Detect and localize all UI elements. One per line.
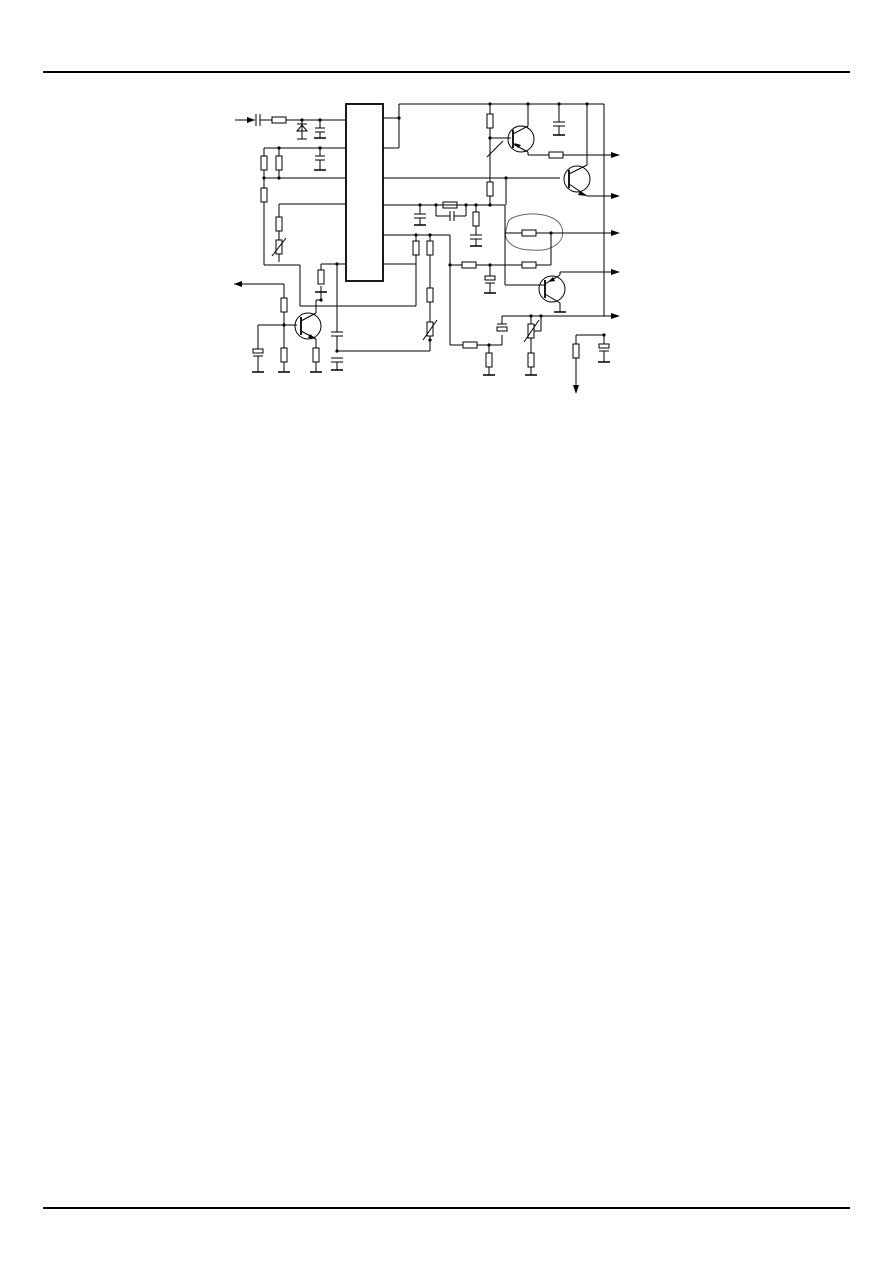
resistor-icon: [472, 211, 480, 227]
transistor-icon: [538, 275, 566, 303]
resistor-icon: [271, 116, 287, 124]
arrow-icon: [611, 230, 620, 236]
resistor-icon: [461, 261, 477, 269]
electrolytic-cap-icon: [484, 275, 496, 281]
resistor-icon: [548, 151, 564, 159]
header-rule: [43, 71, 850, 73]
left-bias-network: [260, 146, 417, 307]
resistor-icon: [485, 352, 493, 368]
resistor-icon: [280, 297, 288, 313]
resistor-icon: [275, 216, 283, 232]
transistor-icon: [563, 165, 591, 193]
highlighted-output: [490, 229, 620, 269]
arrow-icon: [573, 385, 579, 394]
ic-block: [345, 103, 384, 282]
resistor-icon: [260, 187, 268, 203]
resistor-icon: [572, 343, 580, 359]
arrow-icon: [247, 117, 255, 123]
resistor-icon: [312, 347, 320, 363]
potentiometer-icon: [426, 321, 434, 337]
upper-stage: [383, 102, 620, 316]
arrow-icon: [611, 152, 620, 158]
resistor-icon: [462, 341, 478, 349]
lower-right-stage: [448, 261, 620, 394]
arrow-icon: [611, 193, 620, 199]
resistor-icon: [317, 269, 325, 285]
arrow-icon: [611, 269, 620, 275]
highlight-region: [504, 213, 564, 251]
resistor-icon: [275, 155, 283, 171]
footer-rule: [43, 1207, 850, 1209]
electrolytic-cap-icon: [252, 348, 264, 354]
resistor-icon: [527, 352, 535, 368]
mid-network: [383, 233, 502, 376]
arrow-icon: [611, 313, 620, 319]
resistor-icon: [426, 240, 434, 256]
resistor-icon: [442, 201, 458, 209]
electrolytic-cap-icon: [598, 343, 610, 349]
arrow-icon: [234, 281, 242, 287]
resistor-icon: [280, 347, 288, 363]
rc-network: [383, 178, 545, 286]
transistor-icon: [507, 125, 535, 153]
resistor-icon: [426, 287, 434, 303]
resistor-icon: [260, 155, 268, 171]
lower-left-transistor-stage: [234, 262, 430, 373]
diode-icon: [295, 124, 309, 132]
resistor-icon: [521, 261, 537, 269]
resistor-icon: [486, 113, 494, 129]
resistor-icon: [521, 229, 537, 237]
resistor-icon: [412, 240, 420, 256]
transistor-icon: [294, 312, 322, 340]
resistor-icon: [486, 181, 494, 197]
input-section: [235, 114, 346, 140]
electrolytic-cap-icon: [496, 326, 508, 332]
